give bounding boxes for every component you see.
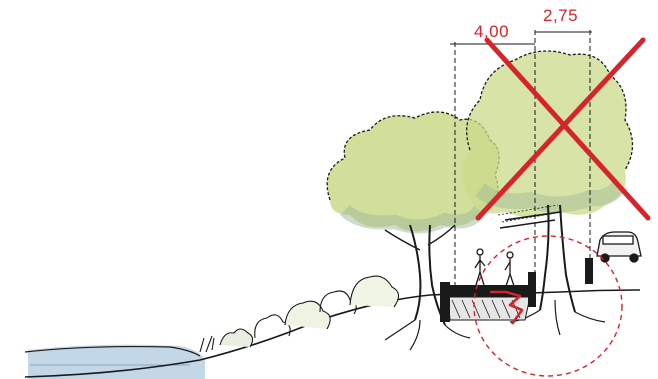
river-water: [25, 345, 205, 379]
dimension-label-4-00: 4,00: [474, 22, 509, 42]
riverbank-shrubs: [200, 276, 399, 352]
dimension-label-2-75: 2,75: [543, 6, 578, 26]
pedestrians: [475, 249, 514, 286]
car-sketch: [597, 232, 641, 262]
